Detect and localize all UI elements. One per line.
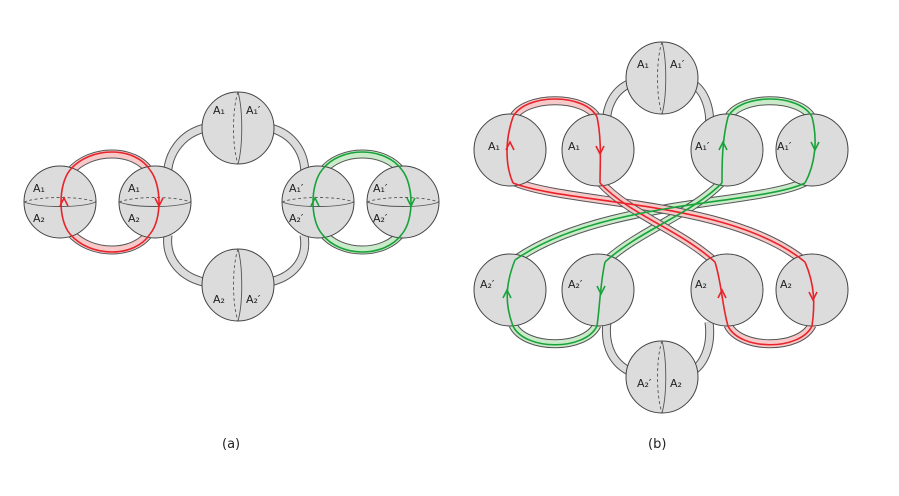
label-b-ur1: A₁′ bbox=[695, 140, 710, 153]
label-b-top-a1: A₁ bbox=[637, 58, 649, 71]
sphere-a-farright: A₁′ A₂′ bbox=[366, 165, 440, 239]
label-b-bottom-a2p: A₂′ bbox=[637, 377, 652, 390]
label-a-bottom-a2p: A₂′ bbox=[246, 293, 261, 306]
green-loop-b bbox=[502, 98, 820, 346]
sphere-a-innerright: A₁′ A₂′ bbox=[281, 165, 355, 239]
arrow-down-icon bbox=[406, 197, 416, 208]
sphere-b-ul1: A₁ bbox=[473, 113, 547, 187]
sphere-b-ll1: A₂′ bbox=[473, 253, 547, 327]
sphere-a-innerleft: A₁ A₂ bbox=[118, 165, 192, 239]
label-a-innerright-a1p: A₁′ bbox=[289, 182, 304, 195]
label-a-bottom-a2: A₂ bbox=[213, 293, 225, 306]
label-b-ul2: A₁ bbox=[568, 140, 580, 153]
sphere-a-farleft: A₁ A₂ bbox=[23, 165, 97, 239]
label-b-top-a1p: A₁′ bbox=[670, 58, 685, 71]
sphere-b-ur2: A₁′ bbox=[775, 113, 849, 187]
arrow-up-icon bbox=[502, 288, 512, 299]
caption-b: (b) bbox=[648, 437, 666, 452]
label-b-ur2: A₁′ bbox=[777, 140, 792, 153]
label-b-ul1: A₁ bbox=[488, 140, 500, 153]
sphere-b-bottom: A₂′ A₂ bbox=[625, 340, 699, 414]
arrow-down-icon bbox=[808, 291, 818, 302]
arrow-up-icon bbox=[718, 140, 728, 151]
panel-a: A₁ A₁′ A₂ A₂′ A₁ A₂ A₁ A₂ A₁ bbox=[23, 91, 440, 452]
label-a-top-a1: A₁ bbox=[213, 104, 225, 117]
label-a-innerleft-a1: A₁ bbox=[128, 182, 140, 195]
arrow-down-icon bbox=[595, 145, 605, 156]
green-loop-a bbox=[310, 151, 416, 253]
label-b-lr2: A₂ bbox=[780, 278, 792, 291]
arrow-up-icon bbox=[505, 140, 515, 151]
label-a-innerleft-a2: A₂ bbox=[128, 212, 140, 225]
sphere-b-lr2: A₂ bbox=[775, 253, 849, 327]
label-b-lr1: A₂ bbox=[695, 278, 707, 291]
caption-a: (a) bbox=[222, 437, 240, 452]
label-a-farleft-a1: A₁ bbox=[33, 182, 45, 195]
panel-b: A₁ A₁′ A₂′ A₂ A₁ A₁ A₁′ A₁′ A₂′ bbox=[473, 41, 849, 452]
label-a-farright-a2p: A₂′ bbox=[373, 212, 388, 225]
arrow-down-icon bbox=[596, 285, 606, 296]
label-a-farright-a1p: A₁′ bbox=[373, 182, 388, 195]
red-loop-b bbox=[505, 98, 818, 346]
sphere-a-top: A₁ A₁′ bbox=[201, 91, 275, 165]
arrow-up-icon bbox=[59, 196, 69, 207]
label-b-ll1: A₂′ bbox=[480, 278, 495, 291]
arrow-down-icon bbox=[810, 141, 820, 152]
label-b-bottom-a2: A₂ bbox=[670, 377, 682, 390]
sphere-b-top: A₁ A₁′ bbox=[625, 41, 699, 115]
label-b-ll2: A₂′ bbox=[568, 278, 583, 291]
arrow-down-icon bbox=[154, 197, 164, 208]
arrow-up-icon bbox=[717, 288, 727, 299]
panel-a-tubes bbox=[66, 122, 406, 288]
red-loop-a bbox=[59, 151, 164, 253]
label-a-innerright-a2p: A₂′ bbox=[289, 212, 304, 225]
arrow-up-icon bbox=[310, 196, 320, 207]
label-a-farleft-a2: A₂ bbox=[33, 212, 45, 225]
sphere-a-bottom: A₂ A₂′ bbox=[201, 248, 275, 322]
panel-b-tubes bbox=[508, 75, 817, 380]
sphere-b-lr1: A₂ bbox=[690, 253, 764, 327]
label-a-top-a1p: A₁′ bbox=[246, 104, 261, 117]
sphere-b-ll2: A₂′ bbox=[561, 253, 635, 327]
